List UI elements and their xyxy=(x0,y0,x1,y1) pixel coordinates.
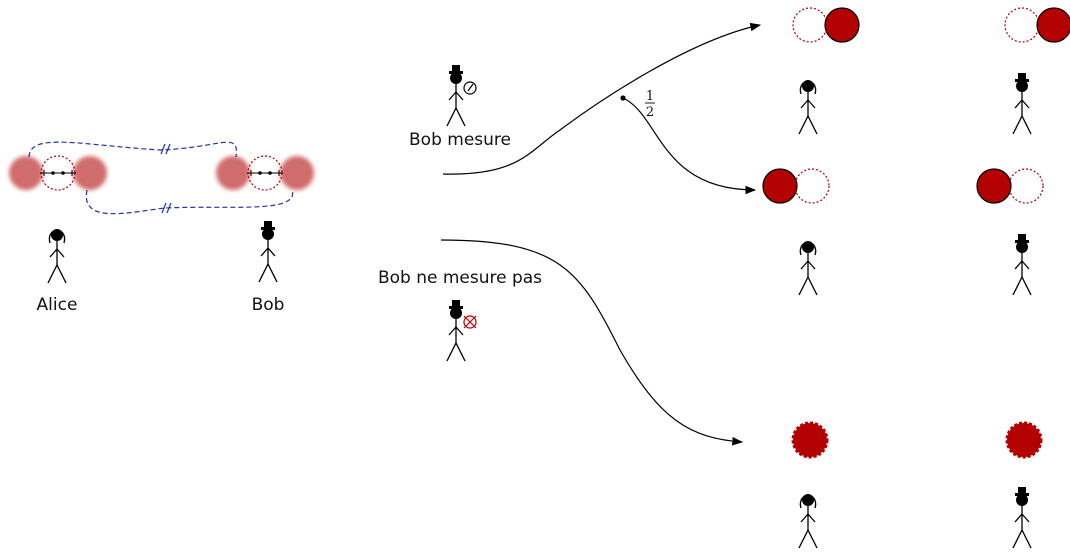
bob-no-measure-label: Bob ne mesure pas xyxy=(378,268,542,288)
alice-label: Alice xyxy=(37,295,78,315)
bob-measures-label: Bob mesure xyxy=(409,130,511,150)
outcome-row-2-alice-particle xyxy=(762,168,830,204)
outcome-row-3-bob-figure-icon xyxy=(1012,486,1032,549)
alice-figure-icon xyxy=(47,228,67,284)
bob-label: Bob xyxy=(252,295,285,315)
outcome-row-1-alice-particle xyxy=(792,7,860,43)
arrow-to-no-measure-outcome xyxy=(440,239,744,446)
outcome-row-3-alice-figure-icon xyxy=(798,493,818,549)
outcome-row-3-alice-particle xyxy=(791,421,829,459)
outcome-row-2-bob-particle xyxy=(976,168,1044,204)
branch-point xyxy=(620,95,626,101)
arrow-to-right-outcome xyxy=(442,22,762,175)
link-tick-bottom xyxy=(161,202,172,214)
bob-particle-cloud xyxy=(216,156,314,190)
arrow-to-left-outcome xyxy=(622,97,757,195)
bob-not-measuring-figure xyxy=(446,299,466,362)
measuring-device-icon xyxy=(463,81,477,95)
probability-denominator: 2 xyxy=(646,105,654,120)
alice-particle-cloud xyxy=(9,156,107,190)
outcome-row-2-bob-figure-icon xyxy=(1012,233,1032,296)
crossed-out-measuring-device-icon xyxy=(463,315,477,329)
entanglement-link xyxy=(28,141,294,215)
measurement-branch-arrows xyxy=(440,22,762,446)
outcome-row-1-bob-particle xyxy=(1004,7,1070,43)
bob-measuring-figure xyxy=(446,64,466,127)
outcome-row-2-alice-figure-icon xyxy=(798,240,818,296)
probability-numerator: 1 xyxy=(646,89,654,104)
outcome-row-1-alice-figure-icon xyxy=(798,79,818,135)
probability-one-half: 1 2 xyxy=(645,89,655,120)
bob-figure-icon xyxy=(258,220,278,283)
outcome-row-3-bob-particle xyxy=(1005,421,1043,459)
outcome-row-1-bob-figure-icon xyxy=(1012,72,1032,135)
link-tick-top xyxy=(160,143,171,155)
